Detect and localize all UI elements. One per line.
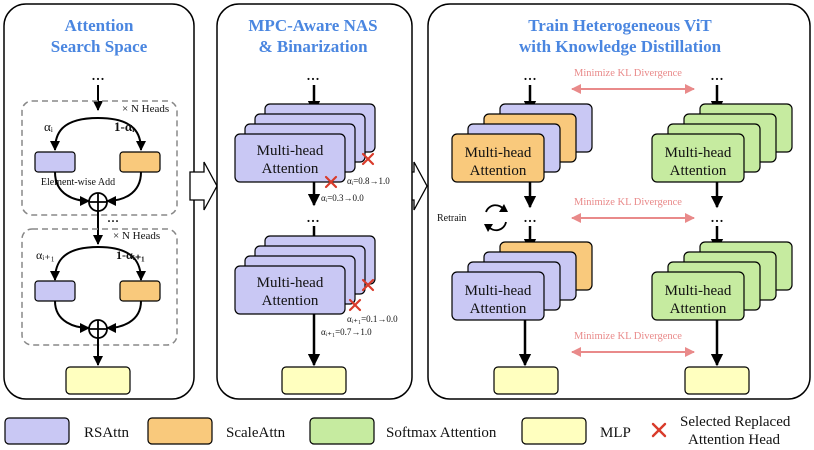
attn-label-line1: Multi-head xyxy=(465,145,532,161)
search-block-1: × N Heads αᵢ 1-αᵢ Element-wise Add xyxy=(21,100,178,216)
legend: RSAttn ScaleAttn Softmax Attention MLP S… xyxy=(4,414,791,448)
attn-label-line2: Attention xyxy=(670,301,727,317)
rsattn-box xyxy=(34,151,76,173)
ellipsis-student-top: ... xyxy=(523,64,537,84)
alpha-left-2: αᵢ₊₁ xyxy=(36,248,55,262)
legend-softmax-swatch xyxy=(309,417,375,445)
mlp-box xyxy=(281,366,347,395)
attn-label-line2: Attention xyxy=(262,293,319,309)
alpha-transition-b: αᵢ=0.3→0.0 xyxy=(321,193,364,203)
attn-label-line1: Multi-head xyxy=(665,283,732,299)
attention-stack-2: Multi-head Attention xyxy=(234,235,376,315)
scaleattn-box xyxy=(119,151,161,173)
search-block-2: × N Heads αᵢ₊₁ 1-αᵢ₊₁ xyxy=(21,228,178,346)
element-wise-add-icon xyxy=(88,192,108,212)
attn-label-line2: Attention xyxy=(670,163,727,179)
alpha-right: 1-αᵢ xyxy=(114,119,135,134)
search-space-title-line1: Attention xyxy=(65,16,134,35)
multi-head-attention-box xyxy=(234,265,346,315)
mlp-box-teacher xyxy=(684,366,750,395)
panel-search-space: Attention Search Space ... × N Heads αᵢ … xyxy=(3,3,195,400)
retrain-cycle-icon xyxy=(484,204,508,232)
legend-mlp-label: MLP xyxy=(600,425,631,441)
attn-label-line1: Multi-head xyxy=(257,143,324,159)
alpha-right-2: 1-αᵢ₊₁ xyxy=(116,248,145,262)
legend-scaleattn-swatch xyxy=(147,417,213,445)
attn-label-line1: Multi-head xyxy=(665,145,732,161)
ellipsis-student-mid: ... xyxy=(523,206,537,226)
teacher-stack-1: Multi-head Attention xyxy=(651,103,793,183)
softmax-attention-box xyxy=(651,271,745,321)
student-stack-2: Multi-head Attention xyxy=(451,241,593,321)
mlp-box xyxy=(65,366,131,395)
multi-head-attention-box xyxy=(451,133,545,183)
kl-label-1: Minimize KL Divergence xyxy=(574,68,682,79)
ellipsis-top: ... xyxy=(306,64,320,84)
ellipsis-mid: ... xyxy=(107,209,119,226)
multi-head-attention-box xyxy=(234,133,346,183)
attn-label-line2: Attention xyxy=(470,163,527,179)
nas-title-line1: MPC-Aware NAS xyxy=(248,16,377,35)
attn-label-line1: Multi-head xyxy=(257,275,324,291)
attn-label-line2: Attention xyxy=(470,301,527,317)
alpha-left: αᵢ xyxy=(44,119,54,134)
nas-title-line2: & Binarization xyxy=(258,37,368,56)
legend-rsattn-label: RSAttn xyxy=(84,425,130,441)
legend-mlp-swatch xyxy=(521,417,587,445)
cross-icon xyxy=(361,278,375,292)
kl-label-2: Minimize KL Divergence xyxy=(574,197,682,208)
student-stack-1: Multi-head Attention xyxy=(451,103,593,183)
heads-label-2: × N Heads xyxy=(113,230,160,242)
alpha-transition-c: αᵢ₊₁=0.1→0.0 xyxy=(347,314,398,324)
ellipsis-teacher-mid: ... xyxy=(710,206,724,226)
train-title-line2: with Knowledge Distillation xyxy=(519,37,722,56)
kl-label-3: Minimize KL Divergence xyxy=(574,331,682,342)
cross-icon xyxy=(324,175,338,189)
ellipsis-teacher-top: ... xyxy=(710,64,724,84)
attention-stack-1: Multi-head Attention xyxy=(234,103,376,183)
cross-icon xyxy=(348,298,362,312)
heads-label: × N Heads xyxy=(122,103,169,115)
legend-softmax-label: Softmax Attention xyxy=(386,425,497,441)
element-wise-add-icon xyxy=(88,319,108,339)
scaleattn-box-2 xyxy=(119,280,161,302)
block-arrow-icon xyxy=(189,161,218,211)
alpha-transition-d: αᵢ₊₁=0.7→1.0 xyxy=(321,327,372,337)
multi-head-attention-box xyxy=(451,271,545,321)
legend-rsattn-swatch xyxy=(4,417,70,445)
ellipsis-mid: ... xyxy=(306,206,320,226)
ellipsis-top: ... xyxy=(91,64,105,84)
panel-nas: MPC-Aware NAS & Binarization ... Multi-h… xyxy=(216,3,413,400)
softmax-attention-box xyxy=(651,133,745,183)
legend-scaleattn-label: ScaleAttn xyxy=(226,425,286,441)
alpha-transition-a: αᵢ=0.8→1.0 xyxy=(347,176,390,186)
panel-train: Train Heterogeneous ViT with Knowledge D… xyxy=(427,3,811,400)
attn-label-line2: Attention xyxy=(262,161,319,177)
element-wise-add-label: Element-wise Add xyxy=(41,177,115,188)
rsattn-box-2 xyxy=(34,280,76,302)
cross-icon xyxy=(361,152,375,166)
train-title-line1: Train Heterogeneous ViT xyxy=(528,16,712,35)
search-space-title-line2: Search Space xyxy=(51,37,148,56)
cross-icon xyxy=(651,422,667,438)
teacher-stack-2: Multi-head Attention xyxy=(651,241,793,321)
retrain-label: Retrain xyxy=(437,213,466,224)
mlp-box-student xyxy=(493,366,559,395)
legend-replaced-line2: Attention Head xyxy=(688,432,781,448)
attn-label-line1: Multi-head xyxy=(465,283,532,299)
legend-replaced-line1: Selected Replaced xyxy=(680,414,791,430)
